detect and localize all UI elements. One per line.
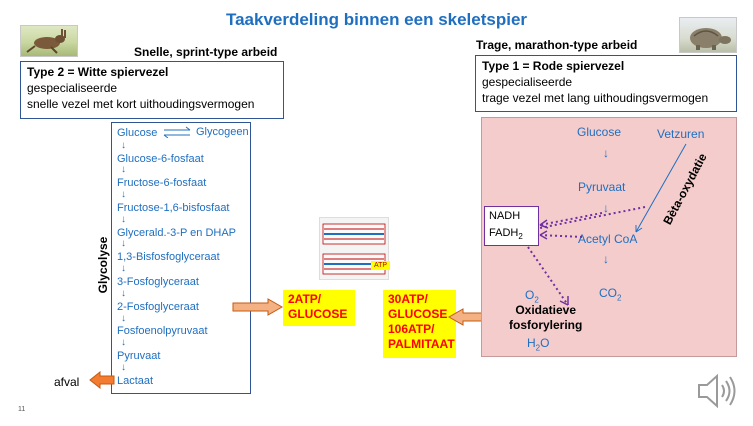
tortoise-photo <box>679 17 737 53</box>
oxphos-line2: fosforylering <box>509 318 583 332</box>
fadh-subscript: 2 <box>518 232 523 242</box>
arrow-down-icon: ↓ <box>121 140 126 151</box>
arrow-down-icon: ↓ <box>121 263 126 274</box>
mito-glucose: Glucose <box>577 125 622 139</box>
type2-line1: gespecialiseerde <box>27 81 118 95</box>
nadh-fadh-box: NADH FADH2 <box>484 206 539 246</box>
atp-glycolysis-box: 2ATP/ GLUCOSE <box>283 290 355 326</box>
mito-co2: CO2 <box>599 286 621 302</box>
type2-title: Type 2 = Witte spiervezel <box>27 65 169 79</box>
type1-title: Type 1 = Rode spiervezel <box>482 59 625 73</box>
left-heading: Snelle, sprint-type arbeid <box>134 45 278 59</box>
arrow-down-icon: ↓ <box>121 238 126 249</box>
electron-arrows <box>527 206 646 306</box>
mito-pyruvate: Pyruvaat <box>578 180 626 194</box>
oxphos-label: Oxidatieve fosforylering <box>509 303 582 333</box>
co2-subscript: 2 <box>617 293 622 303</box>
atp-oxidative-line3: 106ATP/ <box>388 322 435 336</box>
arrow-down-icon: ↓ <box>121 362 126 373</box>
step-bisfosfoglyceraat: 1,3-Bisfosfoglyceraat <box>117 251 220 263</box>
glycolysis-box <box>111 122 251 394</box>
arrow-down-icon: ↓ <box>121 288 126 299</box>
arrow-down-icon: ↓ <box>121 164 126 175</box>
atp-glycolysis-line1: 2ATP/ <box>288 292 322 306</box>
fadh-text: FADH <box>489 227 519 239</box>
arrow-down-icon: ↓ <box>603 201 609 215</box>
beta-oxidation-arrow <box>635 143 687 233</box>
type1-line1: gespecialiseerde <box>482 75 573 89</box>
glucose-glycogen-arrows <box>163 126 191 138</box>
step-lactaat: Lactaat <box>117 375 154 387</box>
o2-subscript: 2 <box>534 295 539 305</box>
mito-h2o: H2O <box>527 336 549 352</box>
type2-box: Type 2 = Witte spiervezel gespecialiseer… <box>20 61 284 119</box>
step-3-fosfoglyceraat: 3-Fosfoglyceraat <box>117 276 199 288</box>
arrow-down-icon: ↓ <box>121 313 126 324</box>
mito-fatty-acids: Vetzuren <box>657 127 705 141</box>
h2o-o: O <box>540 336 550 350</box>
h2o-h: H <box>527 336 536 350</box>
o2-text: O <box>525 288 535 302</box>
atp-oxidative-line4: PALMITAAT <box>388 337 455 351</box>
arrow-down-icon: ↓ <box>603 252 609 266</box>
page-title: Taakverdeling binnen een skeletspier <box>225 10 528 29</box>
arrow-down-icon: ↓ <box>121 189 126 200</box>
sarcomere-image <box>319 217 389 280</box>
waste-label: afval <box>54 375 80 389</box>
step-glucose: Glucose <box>117 127 158 139</box>
transfer-arrow-icon <box>232 298 284 316</box>
step-fosfoenolpyruvaat: Fosfoenolpyruvaat <box>117 325 208 337</box>
nadh-label: NADH <box>489 210 521 222</box>
glycolysis-label: Glycolyse <box>96 236 110 294</box>
step-glucose-6-fosfaat: Glucose-6-fosfaat <box>117 153 204 165</box>
hare-photo <box>20 25 78 57</box>
arrow-down-icon: ↓ <box>121 337 126 348</box>
arrow-down-icon: ↓ <box>603 146 609 160</box>
type1-box: Type 1 = Rode spiervezel gespecialiseerd… <box>475 55 737 112</box>
atp-oxidative-box: 30ATP/ GLUCOSE 106ATP/ PALMITAAT <box>383 290 456 358</box>
sarcomere-atp-label: ATP <box>371 261 391 270</box>
step-glycogen: Glycogeen <box>196 126 249 138</box>
atp-oxidative-line1: 30ATP/ <box>388 292 428 306</box>
arrow-down-icon: ↓ <box>121 214 126 225</box>
step-glyceraldehyde: Glycerald.-3-P en DHAP <box>117 227 237 239</box>
type2-line2: snelle vezel met kort uithoudingsvermoge… <box>27 97 255 111</box>
step-2-fosfoglyceraat: 2-Fosfoglyceraat <box>117 301 199 313</box>
speaker-icon[interactable] <box>695 371 739 411</box>
atp-glycolysis-line2: GLUCOSE <box>288 307 348 321</box>
mito-acetyl-coa: Acetyl CoA <box>578 232 638 246</box>
h2o-subscript: 2 <box>535 343 541 353</box>
step-fructose-bisfosfaat: Fructose-1,6-bisfosfaat <box>117 202 230 214</box>
co2-text: CO <box>599 286 617 300</box>
waste-arrow-icon <box>89 371 115 389</box>
fadh-label: FADH2 <box>489 225 534 245</box>
mito-o2: O2 <box>525 288 539 304</box>
page-number: 11 <box>18 406 26 413</box>
right-heading: Trage, marathon-type arbeid <box>476 38 638 52</box>
step-fructose-6-fosfaat: Fructose-6-fosfaat <box>117 177 207 189</box>
step-pyruvaat: Pyruvaat <box>117 350 161 362</box>
oxphos-line1: Oxidatieve <box>515 303 577 317</box>
type1-line2: trage vezel met lang uithoudingsvermogen <box>482 91 709 105</box>
atp-oxidative-line2: GLUCOSE <box>388 307 448 321</box>
